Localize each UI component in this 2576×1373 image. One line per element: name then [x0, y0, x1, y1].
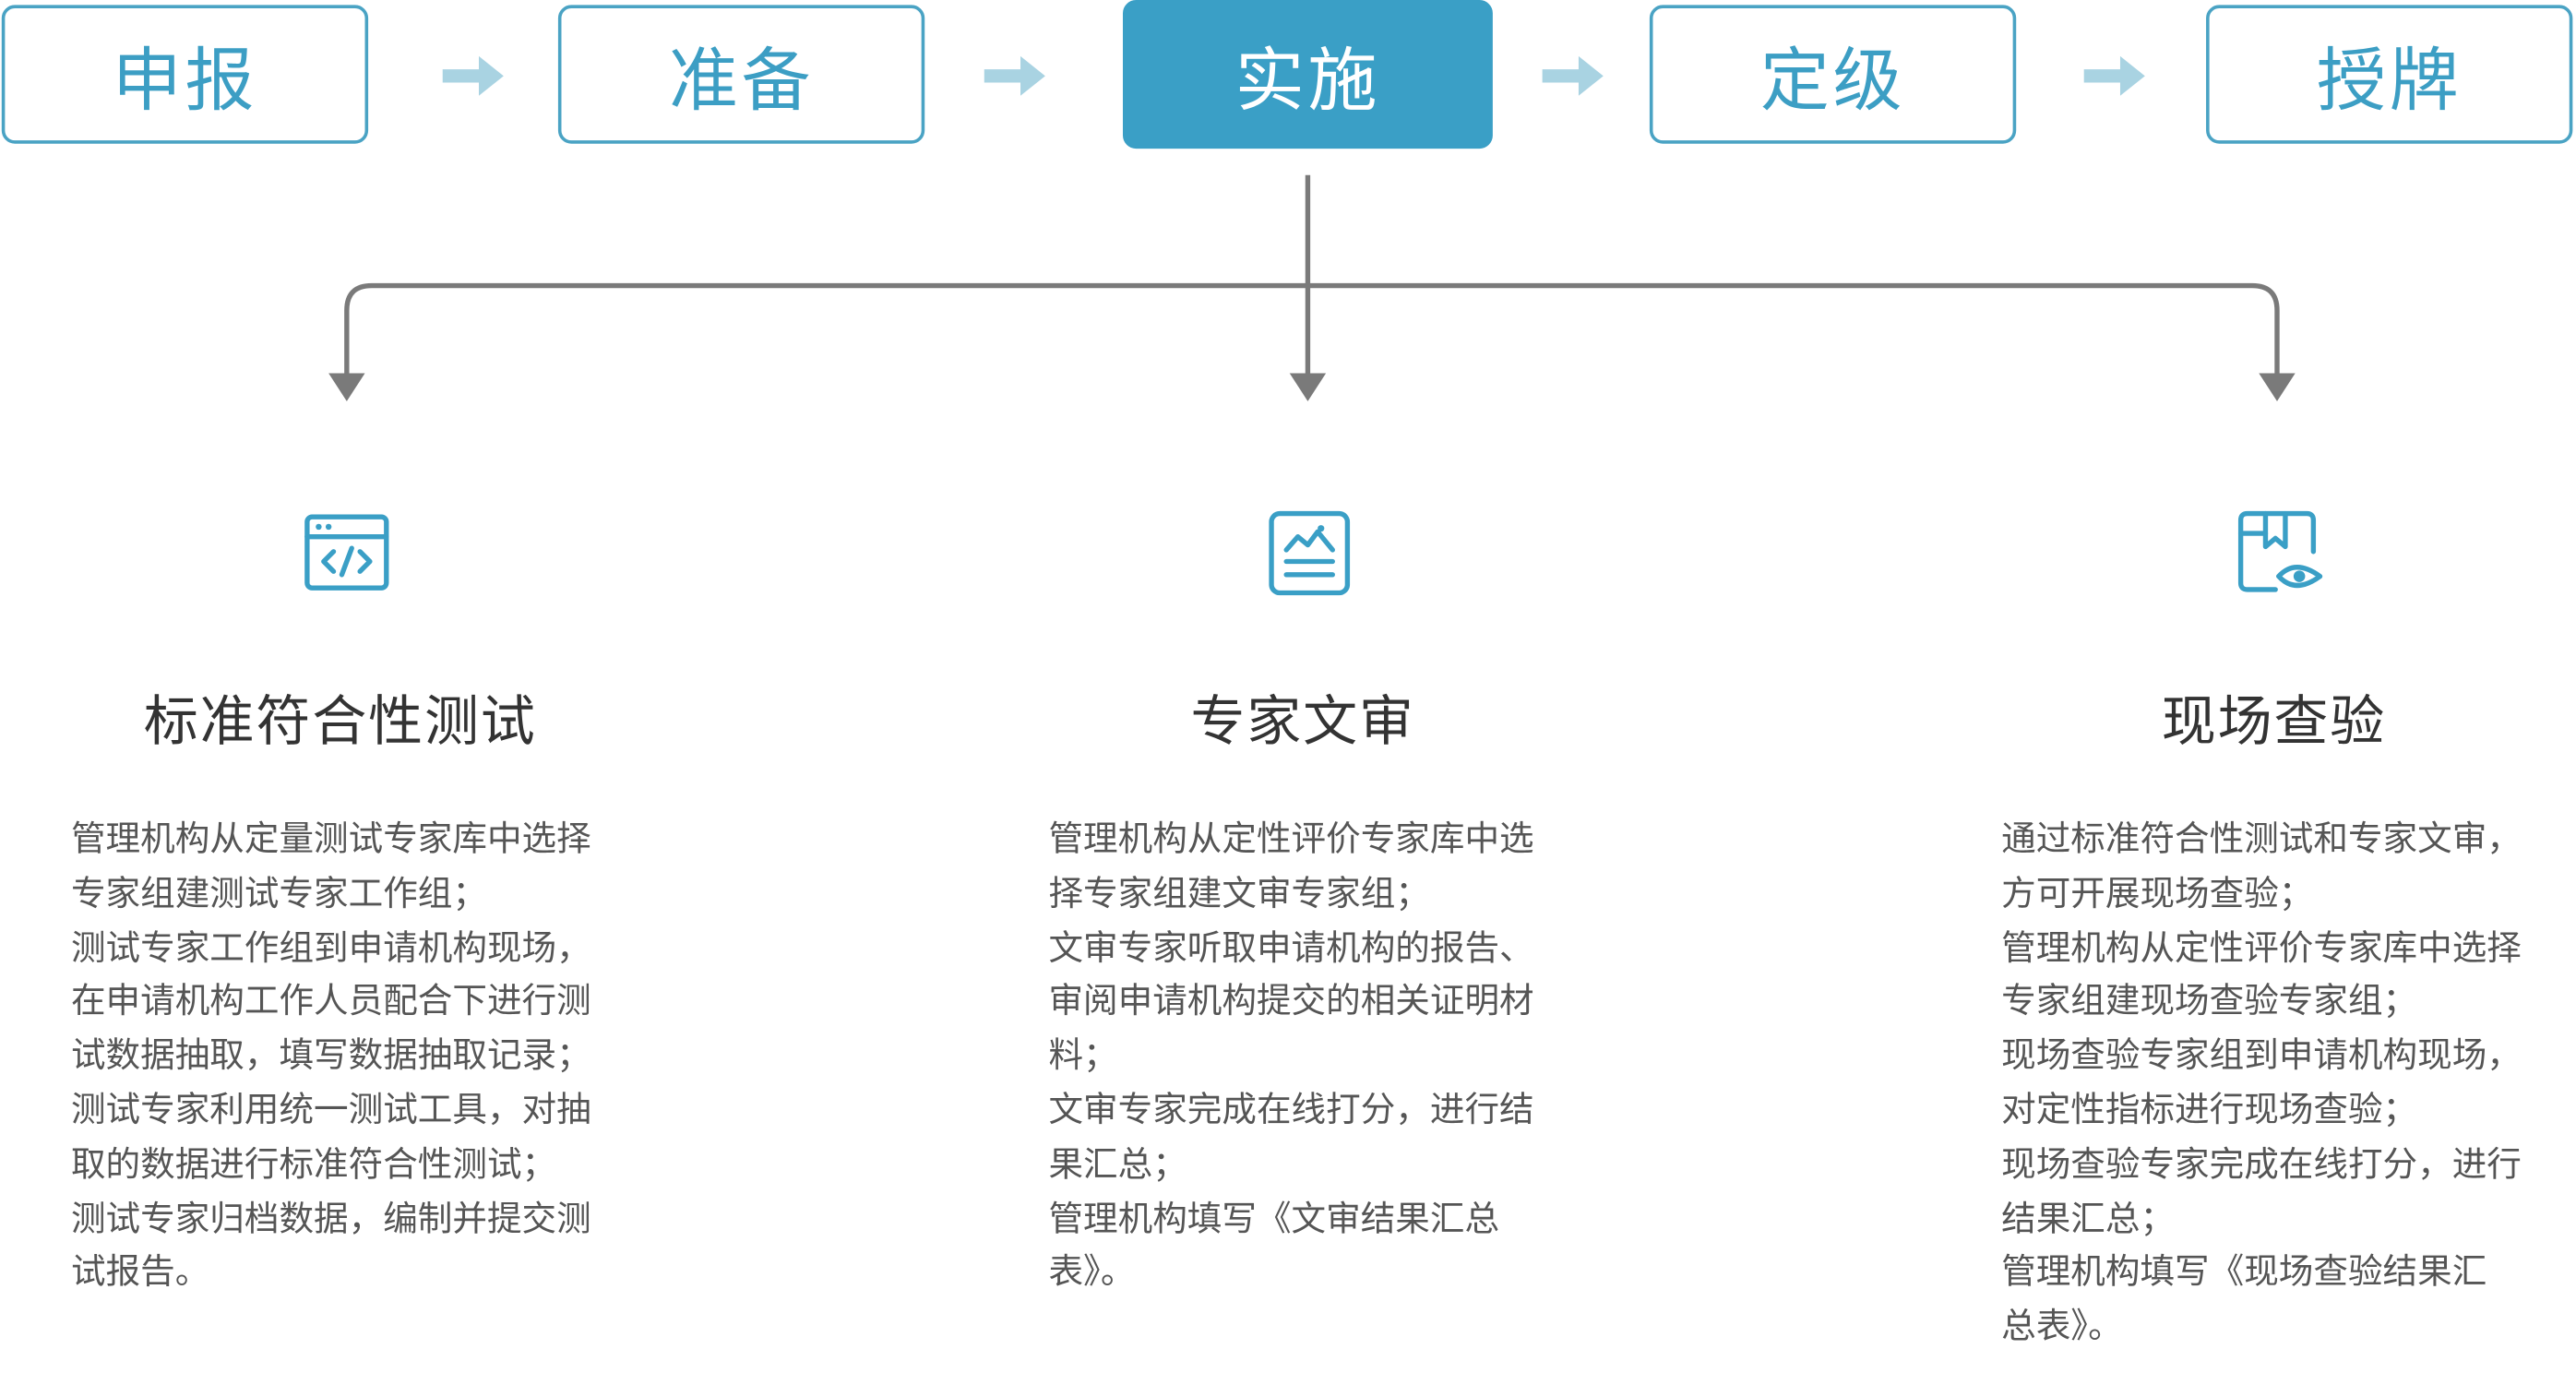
- body-line: 管理机构从定性评价专家库中选: [1048, 818, 1534, 859]
- body-line: 总表》。: [2001, 1306, 2123, 1346]
- body-line: 测试专家归档数据，编制并提交测: [70, 1198, 591, 1238]
- code-window-icon: [304, 514, 389, 591]
- step-award-label: 授牌: [2316, 39, 2463, 120]
- body-line: 管理机构从定量测试专家库中选择: [70, 818, 591, 859]
- body-line: 料；: [1048, 1035, 1118, 1076]
- body-line: 文审专家完成在线打分，进行结: [1048, 1090, 1534, 1130]
- body-line: 管理机构填写《文审结果汇总: [1048, 1198, 1500, 1238]
- document-image-icon: [1269, 510, 1351, 596]
- body-line: 文审专家听取申请机构的报告、: [1048, 927, 1534, 968]
- step-grade-label: 定级: [1759, 39, 1906, 120]
- body-line: 管理机构填写《现场查验结果汇: [2001, 1252, 2487, 1293]
- column-body-onsite-check: 通过标准符合性测试和专家文审， 方可开展现场查验； 管理机构从定性评价专家库中选…: [2001, 813, 2522, 1355]
- body-line: 方可开展现场查验；: [2001, 873, 2314, 913]
- step-grade: 定级: [1649, 5, 2017, 144]
- column-title-onsite-check: 现场查验: [2161, 688, 2387, 754]
- step-arrow-icon: [2083, 55, 2145, 96]
- column-body-compliance-test: 管理机构从定量测试专家库中选择 专家组建测试专家工作组； 测试专家工作组到申请机…: [71, 813, 591, 1300]
- column-body-expert-review: 管理机构从定性评价专家库中选 择专家组建文审专家组； 文审专家听取申请机构的报告…: [1048, 813, 1533, 1300]
- body-line: 专家组建现场查验专家组；: [2001, 981, 2418, 1021]
- body-line: 审阅申请机构提交的相关证明材: [1048, 981, 1534, 1021]
- body-line: 择专家组建文审专家组；: [1048, 873, 1430, 913]
- step-prepare: 准备: [557, 5, 925, 144]
- body-line: 对定性指标进行现场查验；: [2001, 1090, 2418, 1130]
- body-line: 表》。: [1048, 1252, 1136, 1293]
- step-apply: 申报: [1, 5, 369, 144]
- book-eye-icon: [2237, 510, 2323, 592]
- body-line: 取的数据进行标准符合性测试；: [70, 1143, 557, 1184]
- arrow-head-center: [1289, 373, 1327, 401]
- body-line: 现场查验专家完成在线打分，进行: [2001, 1143, 2522, 1184]
- step-arrow-icon: [1542, 55, 1604, 96]
- body-line: 专家组建测试专家工作组；: [70, 873, 487, 913]
- body-line: 测试专家利用统一测试工具，对抽: [70, 1090, 591, 1130]
- branch-connector: [328, 174, 2296, 401]
- step-award: 授牌: [2206, 5, 2573, 144]
- body-line: 果汇总；: [1048, 1143, 1187, 1184]
- body-line: 通过标准符合性测试和专家文审，: [2001, 818, 2522, 859]
- body-line: 结果汇总；: [2001, 1198, 2176, 1238]
- arrow-head-left: [328, 373, 365, 401]
- body-line: 测试专家工作组到申请机构现场，: [70, 927, 591, 968]
- step-arrow-icon: [442, 55, 504, 96]
- step-implement-label: 实施: [1234, 39, 1381, 120]
- step-arrow-icon: [984, 55, 1045, 96]
- step-implement: 实施: [1122, 0, 1493, 149]
- step-apply-label: 申报: [112, 39, 258, 120]
- column-title-compliance-test: 标准符合性测试: [143, 688, 537, 754]
- column-title-expert-review: 专家文审: [1190, 688, 1415, 754]
- body-line: 管理机构从定性评价专家库中选择: [2001, 927, 2522, 968]
- body-line: 试数据抽取，填写数据抽取记录；: [70, 1035, 591, 1076]
- body-line: 试报告。: [70, 1252, 210, 1293]
- step-prepare-label: 准备: [668, 39, 815, 120]
- body-line: 现场查验专家组到申请机构现场，: [2001, 1035, 2522, 1076]
- body-line: 在申请机构工作人员配合下进行测: [70, 981, 591, 1021]
- arrow-head-right: [2259, 373, 2296, 401]
